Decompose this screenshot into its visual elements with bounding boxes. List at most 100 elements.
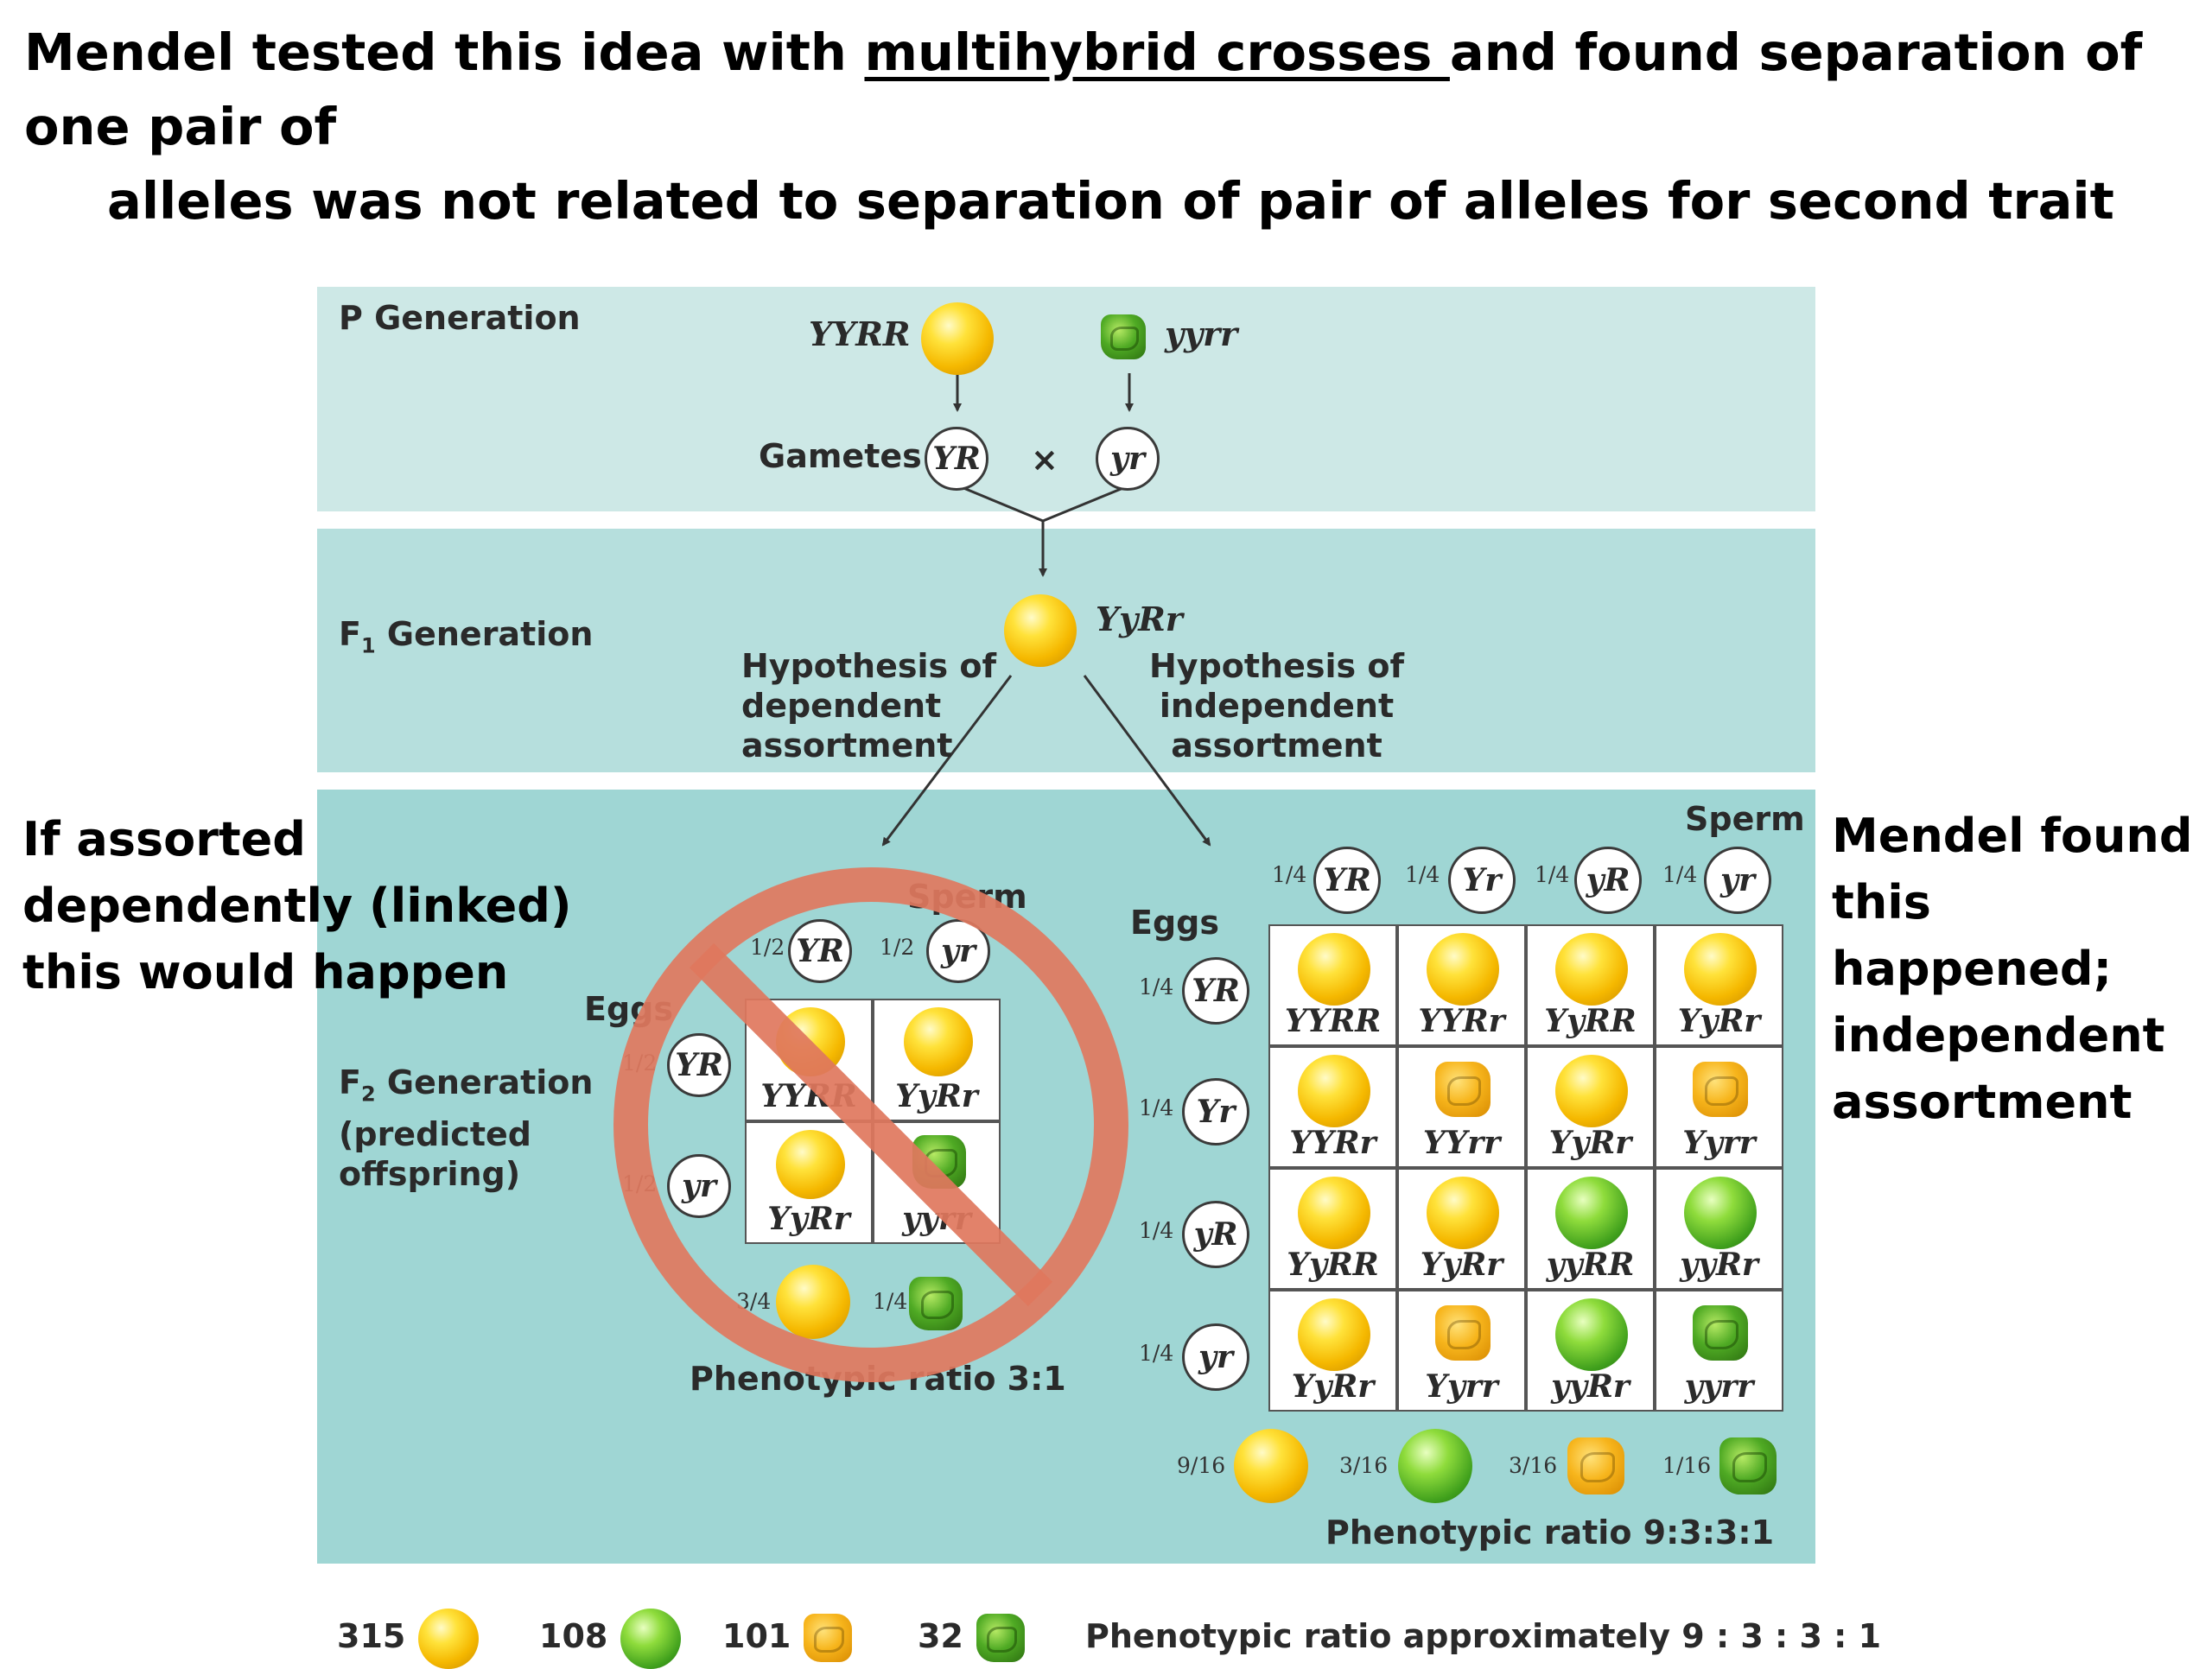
independent-punnett-cell: Yyrr <box>1397 1290 1526 1412</box>
headline: Mendel tested this idea with multihybrid… <box>24 16 2193 238</box>
hypothesis-dependent: Hypothesis of dependent assortment <box>741 647 997 765</box>
yellow-round-pea-icon <box>1427 1177 1499 1249</box>
yellow-round-pea-icon <box>921 302 994 375</box>
independent-punnett-cell: YyRr <box>1526 1046 1655 1168</box>
gamete-yr-dominant: YR <box>925 427 988 491</box>
green-wrinkled-pea-icon <box>909 1277 963 1330</box>
independent-punnett-cell: YYRr <box>1268 1046 1397 1168</box>
yellow-round-pea-icon <box>1298 933 1370 1006</box>
yellow-wrinkled-pea-icon <box>1435 1305 1491 1361</box>
independent-sperm-frac: 1/4 <box>1405 862 1440 887</box>
f1-yellow-round-pea-icon <box>1004 594 1077 667</box>
parent2-genotype: yyrr <box>1165 314 1238 353</box>
yellow-round-pea-icon <box>904 1007 973 1076</box>
hypothesis-independent: Hypothesis of independent assortment <box>1149 647 1405 765</box>
cross-sign: × <box>1031 441 1058 479</box>
dependent-egg-allele: yr <box>667 1154 731 1218</box>
dependent-punnett-cell: YyRr <box>873 999 1001 1121</box>
p-generation-label: P Generation <box>339 299 581 337</box>
gamete-yr-recessive: yr <box>1096 427 1160 491</box>
f2-generation-label: F2 Generation (predicted offspring) <box>339 1063 594 1193</box>
green-round-pea-icon <box>1684 1177 1757 1249</box>
independent-ratio-frac: 3/16 <box>1509 1453 1558 1478</box>
green-round-pea-icon <box>620 1609 681 1669</box>
independent-punnett-cell: yyRr <box>1526 1290 1655 1412</box>
independent-punnett-cell: YyRr <box>1397 1168 1526 1290</box>
yellow-wrinkled-pea-icon <box>1693 1062 1748 1117</box>
green-round-pea-icon <box>1398 1429 1472 1503</box>
independent-ratio-frac: 3/16 <box>1339 1453 1389 1478</box>
yellow-round-pea-icon <box>1298 1298 1370 1371</box>
independent-sperm-allele: yR <box>1574 847 1642 914</box>
independent-punnett-cell: YyRR <box>1526 924 1655 1046</box>
headline-underlined: multihybrid crosses <box>864 22 1450 82</box>
dependent-sperm-allele: YR <box>788 919 852 983</box>
yellow-round-pea-icon <box>1427 933 1499 1006</box>
green-wrinkled-pea-icon <box>1693 1305 1748 1361</box>
gametes-label: Gametes <box>759 437 922 475</box>
independent-punnett-cell: YyRr <box>1655 924 1783 1046</box>
independent-punnett-cell: yyRR <box>1526 1168 1655 1290</box>
independent-sperm-allele: Yr <box>1448 847 1516 914</box>
green-round-pea-icon <box>1555 1177 1628 1249</box>
observed-count: 108 <box>539 1617 608 1655</box>
green-wrinkled-pea-icon <box>976 1614 1025 1662</box>
yellow-round-pea-icon <box>776 1265 850 1339</box>
yellow-round-pea-icon <box>1298 1055 1370 1127</box>
independent-egg-frac: 1/4 <box>1139 1341 1174 1366</box>
independent-sperm-frac: 1/4 <box>1535 862 1570 887</box>
independent-egg-allele: Yr <box>1182 1078 1249 1145</box>
yellow-round-pea-icon <box>1298 1177 1370 1249</box>
independent-sperm-frac: 1/4 <box>1272 862 1307 887</box>
dependent-sperm-frac: 1/2 <box>750 935 785 960</box>
observed-ratio-label: Phenotypic ratio approximately 9 : 3 : 3… <box>1085 1617 1882 1655</box>
headline-part1: Mendel tested this idea with <box>24 22 865 82</box>
left-note: If assorted dependently (linked) this wo… <box>22 812 572 999</box>
independent-punnett-grid: YYRR YYRr YyRR YyRr YYRr YYrr YyRr Yyrr … <box>1268 924 1783 1412</box>
yellow-round-pea-icon <box>418 1609 479 1669</box>
dependent-ratio-frac: 1/4 <box>873 1289 908 1314</box>
yellow-round-pea-icon <box>1555 1055 1628 1127</box>
yellow-round-pea-icon <box>1234 1429 1308 1503</box>
independent-egg-frac: 1/4 <box>1139 1218 1174 1243</box>
f1-genotype: YyRr <box>1096 600 1183 638</box>
independent-sperm-frac: 1/4 <box>1662 862 1698 887</box>
right-note: Mendel found this happened; independent … <box>1832 809 2193 1129</box>
green-wrinkled-pea-icon <box>1101 314 1146 359</box>
headline-part2: and found separation of one pair of <box>24 22 2143 156</box>
green-round-pea-icon <box>1555 1298 1628 1371</box>
yellow-round-pea-icon <box>1684 933 1757 1006</box>
dependent-egg-allele: YR <box>667 1033 731 1097</box>
observed-count: 32 <box>918 1617 963 1655</box>
yellow-wrinkled-pea-icon <box>1567 1437 1624 1494</box>
f1-generation-label: F1 Generation <box>339 615 594 658</box>
independent-egg-allele: yR <box>1182 1201 1249 1268</box>
yellow-round-pea-icon <box>1555 933 1628 1006</box>
independent-ratio-frac: 1/16 <box>1662 1453 1712 1478</box>
independent-egg-frac: 1/4 <box>1139 1095 1174 1120</box>
observed-count: 315 <box>337 1617 406 1655</box>
p-generation-band <box>317 287 1815 511</box>
independent-punnett-cell: Yyrr <box>1655 1046 1783 1168</box>
independent-egg-allele: YR <box>1182 957 1249 1025</box>
yellow-round-pea-icon <box>776 1130 845 1199</box>
independent-punnett-cell: yyRr <box>1655 1168 1783 1290</box>
independent-ratio-frac: 9/16 <box>1177 1453 1226 1478</box>
independent-punnett-cell: YYRr <box>1397 924 1526 1046</box>
parent1-genotype: YYRR <box>809 314 911 353</box>
independent-punnett-cell: YYrr <box>1397 1046 1526 1168</box>
independent-ratio-label: Phenotypic ratio 9:3:3:1 <box>1325 1514 1775 1552</box>
independent-sperm-label: Sperm <box>1685 800 1805 838</box>
green-wrinkled-pea-icon <box>1719 1437 1777 1494</box>
yellow-wrinkled-pea-icon <box>804 1614 852 1662</box>
yellow-wrinkled-pea-icon <box>1435 1062 1491 1117</box>
dependent-punnett-cell: YyRr <box>745 1121 873 1244</box>
independent-punnett-cell: YyRr <box>1268 1290 1397 1412</box>
independent-eggs-label: Eggs <box>1130 904 1219 942</box>
independent-egg-allele: yr <box>1182 1323 1249 1391</box>
headline-line2: alleles was not related to separation of… <box>107 171 2114 231</box>
observed-count: 101 <box>722 1617 791 1655</box>
independent-punnett-cell: yyrr <box>1655 1290 1783 1412</box>
